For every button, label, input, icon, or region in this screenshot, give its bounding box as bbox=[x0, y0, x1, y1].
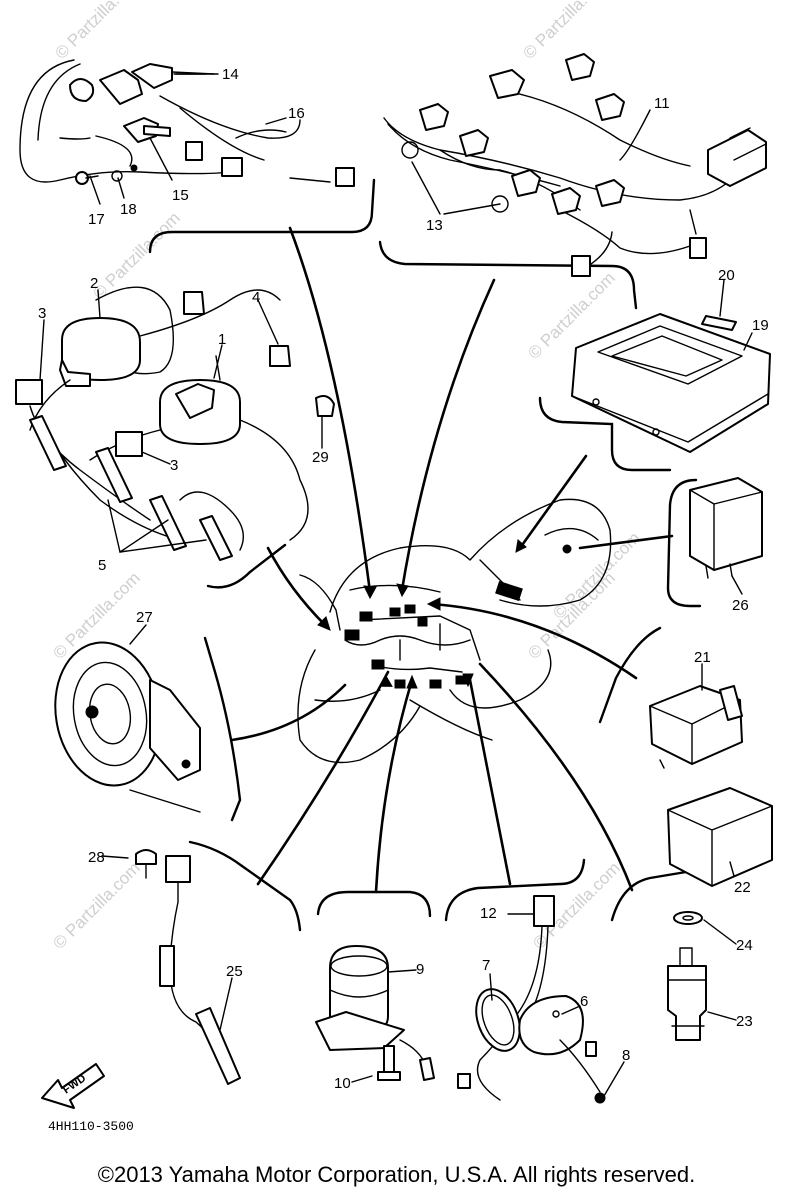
watermarks: © Partzilla.com © Partzilla.com © Partzi… bbox=[49, 0, 643, 953]
callout-28: 28 bbox=[88, 849, 105, 866]
callout-9: 9 bbox=[416, 961, 424, 978]
callout-4: 4 bbox=[252, 289, 260, 306]
callout-3: 3 bbox=[38, 305, 46, 322]
watermark-text: © Partzilla.com bbox=[524, 568, 618, 662]
part-group-pickup bbox=[457, 895, 606, 1104]
part-group-sensor bbox=[159, 855, 241, 1085]
callout-11: 11 bbox=[654, 95, 670, 112]
callout-27: 27 bbox=[136, 609, 153, 626]
callout-1: 1 bbox=[218, 331, 226, 348]
callout-26: 26 bbox=[732, 597, 749, 614]
watermark-text: © Partzilla.com bbox=[51, 0, 145, 63]
callout-23: 23 bbox=[736, 1013, 753, 1030]
engine-frame-outline bbox=[297, 498, 612, 764]
callout-3: 3 bbox=[170, 457, 178, 474]
forward-arrow: FWD bbox=[41, 1063, 105, 1109]
callout-21: 21 bbox=[694, 649, 711, 666]
part-group-ignition bbox=[15, 286, 335, 561]
callout-labels: 14 15 16 17 18 11 13 19 20 2 4 3 1 29 3 … bbox=[38, 66, 769, 1092]
callout-13: 13 bbox=[426, 217, 443, 234]
part-group-switches bbox=[19, 59, 355, 187]
callout-24: 24 bbox=[736, 937, 753, 954]
part-group-cdi bbox=[571, 313, 771, 453]
part-group-regulator bbox=[649, 685, 773, 1041]
bracket-frames bbox=[148, 178, 712, 932]
callout-14: 14 bbox=[222, 66, 239, 83]
callout-15: 15 bbox=[172, 187, 189, 204]
callout-5: 5 bbox=[98, 557, 106, 574]
watermark-text: © Partzilla.com bbox=[519, 0, 613, 63]
callout-7: 7 bbox=[482, 957, 490, 974]
callout-20: 20 bbox=[718, 267, 735, 284]
part-group-horn bbox=[54, 641, 201, 879]
part-group-relay bbox=[689, 477, 763, 579]
callout-22: 22 bbox=[734, 879, 751, 896]
callout-16: 16 bbox=[288, 105, 305, 122]
diagram-code: 4HH110-3500 bbox=[48, 1119, 134, 1134]
copyright-notice: ©2013 Yamaha Motor Corporation, U.S.A. A… bbox=[97, 1162, 696, 1187]
leader-lines bbox=[230, 226, 674, 894]
callout-18: 18 bbox=[120, 201, 137, 218]
callout-25: 25 bbox=[226, 963, 243, 980]
part-group-harness bbox=[383, 53, 767, 277]
callout-12: 12 bbox=[480, 905, 497, 922]
callout-10: 10 bbox=[334, 1075, 351, 1092]
callout-6: 6 bbox=[580, 993, 588, 1010]
callout-19: 19 bbox=[752, 317, 769, 334]
part-group-solenoid bbox=[315, 945, 435, 1081]
callout-8: 8 bbox=[622, 1047, 630, 1064]
callout-29: 29 bbox=[312, 449, 329, 466]
callout-17: 17 bbox=[88, 211, 105, 228]
callout-2: 2 bbox=[90, 275, 98, 292]
watermark-text: © Partzilla.com bbox=[49, 858, 143, 952]
callout-leaders bbox=[39, 73, 753, 1097]
